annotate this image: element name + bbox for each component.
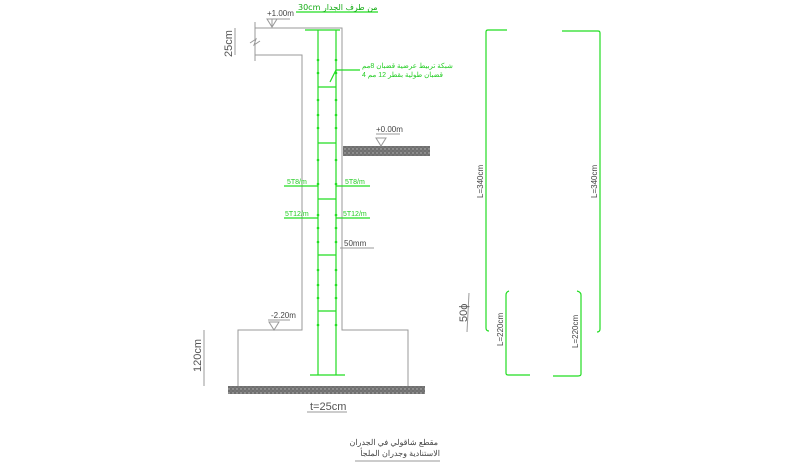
bar-short-left-label: L=220cm bbox=[496, 313, 505, 346]
dist-bar-left-label: 5T8/m bbox=[287, 179, 307, 186]
bar-note-2: 4 قضبان طولية بقطر 12 مم bbox=[362, 71, 443, 79]
bar-schedule bbox=[466, 29, 601, 377]
main-bar-right-label: 5T12/m bbox=[343, 211, 367, 218]
top-level-label: +1.00m bbox=[267, 9, 294, 18]
title-line-2: الاستنادية وجدران الملجأ bbox=[360, 447, 440, 458]
ground-level-label: +0.00m bbox=[376, 125, 403, 134]
bar-long-left-label: L=340cm bbox=[476, 165, 485, 198]
cover-label: 50mm bbox=[344, 239, 367, 248]
main-bar-left-label: 5T12/m bbox=[285, 211, 309, 218]
lap-length-label: 50ϕ bbox=[458, 304, 470, 322]
footing-level-label: -2.20m bbox=[271, 311, 296, 320]
wall-rebar bbox=[305, 29, 345, 376]
ground-hatch bbox=[343, 146, 430, 156]
concrete-outline bbox=[237, 22, 409, 386]
slab-thickness-label: 25cm bbox=[223, 30, 235, 57]
bar-short-right-label: L=220cm bbox=[571, 315, 580, 348]
lean-concrete-hatch bbox=[228, 386, 425, 394]
bar-long-right-label: L=340cm bbox=[590, 165, 599, 198]
leader-lines bbox=[203, 11, 440, 462]
dist-bar-right-label: 5T8/m bbox=[345, 179, 365, 186]
bar-note-1: شبكة تربيط عرضية قضبان 8مم bbox=[362, 62, 453, 70]
wall-thickness-label: t=25cm bbox=[310, 401, 346, 413]
footing-depth-label: 120cm bbox=[192, 339, 204, 372]
top-note: 30cm من طرف الجدار bbox=[298, 3, 378, 12]
title-line-1: مقطع شاقولي في الجدران bbox=[350, 438, 439, 447]
